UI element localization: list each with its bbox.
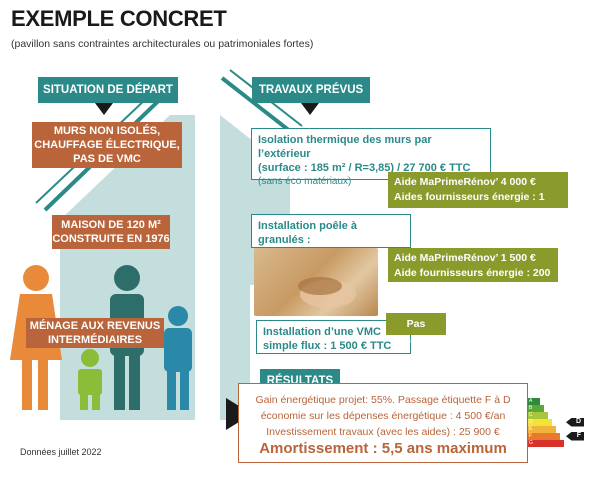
energy-class-C: C: [528, 412, 548, 419]
energy-class-E: E: [528, 426, 556, 433]
page-title: EXEMPLE CONCRET: [11, 6, 227, 31]
household-box: MÉNAGE AUX REVENUS INTERMÉDIAIRES: [26, 318, 164, 348]
energy-class-F: F: [528, 433, 560, 440]
household-line-2: INTERMÉDIAIRES: [47, 334, 143, 346]
house-line-2: CONSTRUITE EN 1976: [52, 233, 170, 245]
vmc-box: Installation d’une VMC simple flux : 1 5…: [256, 320, 411, 354]
isolation-aid-line-2: Aides fournisseurs énergie : 1 600 €: [394, 191, 545, 218]
woman-head: [23, 265, 49, 291]
walls-line-2: CHAUFFAGE ÉLECTRIQUE,: [34, 139, 180, 151]
results-box: Gain énergétique projet: 55%. Passage ét…: [238, 383, 528, 463]
walls-box: MURS NON ISOLÉS, CHAUFFAGE ÉLECTRIQUE, P…: [32, 122, 182, 168]
results-line-3: Investissement travaux (avec les aides) …: [266, 426, 500, 438]
wood-pellets-image: [254, 248, 378, 316]
vmc-line-2: simple flux : 1 500 € TTC: [263, 340, 392, 352]
household-line-1: MÉNAGE AUX REVENUS: [29, 320, 161, 332]
energy-marker-F: F: [566, 432, 584, 441]
poele-line-1: Installation poêle à granulés :: [258, 220, 358, 246]
house-box: MAISON DE 120 M² CONSTRUITE EN 1976: [52, 215, 170, 249]
results-line-4: Amortissement : 5,5 ans maximum: [259, 440, 507, 457]
travaux-arrow-icon: [301, 103, 319, 115]
teen-body: [164, 328, 192, 372]
page-subtitle: (pavillon sans contraintes architectural…: [11, 38, 314, 50]
poele-aid-box: Aide MaPrimeRénov’ 1 500 € Aide fourniss…: [388, 248, 558, 294]
teen-head: [168, 306, 188, 326]
results-line-2: économie sur les dépenses énergétique : …: [260, 410, 506, 422]
right-roof-line-outer: [220, 76, 297, 137]
poele-box: Installation poêle à granulés : 4 000 € …: [251, 214, 411, 260]
isolation-note: (sans éco matériaux): [258, 176, 352, 187]
energy-class-G: G: [528, 440, 564, 447]
isolation-aid-line-1: Aide MaPrimeRénov’ 4 000 €: [394, 176, 536, 188]
poele-aid-line-2: Aide fournisseurs énergie : 200 €: [394, 267, 551, 294]
energy-class-B: B: [528, 405, 544, 412]
vmc-line-1: Installation d’une VMC: [263, 326, 381, 338]
isolation-aid-box: Aide MaPrimeRénov’ 4 000 € Aides fournis…: [388, 172, 568, 218]
walls-line-1: MURS NON ISOLÉS,: [53, 125, 161, 137]
walls-line-3: PAS DE VMC: [73, 153, 141, 165]
child-body: [78, 369, 102, 395]
vmc-aid-box: Pas d’aide: [386, 313, 446, 346]
isolation-box: Isolation thermique des murs par l’extér…: [251, 128, 491, 187]
travaux-tag: TRAVAUX PRÉVUS: [252, 77, 370, 103]
house-line-1: MAISON DE 120 M²: [61, 219, 161, 231]
energy-class-D: D: [528, 419, 552, 426]
isolation-line-2: (surface : 185 m² / R=3,85) / 27 700 € T…: [258, 162, 471, 174]
poele-aid-line-1: Aide MaPrimeRénov’ 1 500 €: [394, 252, 536, 264]
energy-marker-D: D: [566, 418, 584, 427]
energy-class-A: A: [528, 398, 540, 405]
situation-arrow-icon: [95, 103, 113, 115]
man-head: [114, 265, 140, 291]
child-head: [81, 349, 99, 367]
situation-tag: SITUATION DE DÉPART: [38, 77, 178, 103]
isolation-line-1: Isolation thermique des murs par l’extér…: [258, 134, 432, 160]
results-line-1: Gain énergétique projet: 55%. Passage ét…: [255, 394, 511, 406]
footer-date: Données juillet 2022: [20, 447, 102, 457]
